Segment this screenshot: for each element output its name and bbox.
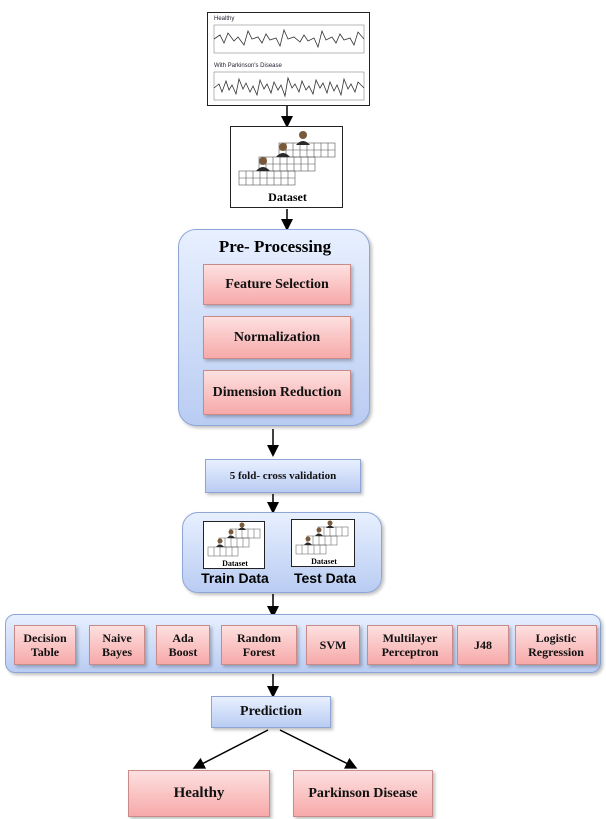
algorithm-j48: J48 xyxy=(457,625,509,665)
dimension-reduction-step: Dimension Reduction xyxy=(203,370,351,415)
healthy-signal-label: Healthy xyxy=(214,16,235,22)
person-icon xyxy=(256,131,310,171)
algorithms-group: Decision Table Naive Bayes Ada Boost Ran… xyxy=(5,614,601,673)
prediction-box: Prediction xyxy=(211,696,331,728)
algorithm-naive-bayes: Naive Bayes xyxy=(89,625,145,665)
train-dataset-graphic xyxy=(207,522,261,557)
arrow-prediction-to-healthy xyxy=(192,729,269,769)
person-icon xyxy=(216,522,246,547)
dataset-graphic xyxy=(238,131,336,186)
train-dataset-label: Dataset xyxy=(222,559,248,568)
cross-validation-box: 5 fold- cross validation xyxy=(205,459,361,493)
outcome-parkinson-disease: Parkinson Disease xyxy=(293,770,433,817)
parkinson-waveform xyxy=(213,71,365,101)
signal-panel: Healthy With Parkinson's Disease xyxy=(207,12,370,106)
algorithm-multilayer-perceptron: Multilayer Perceptron xyxy=(367,625,453,665)
preprocessing-group: Pre- Processing Feature Selection Normal… xyxy=(178,229,370,426)
train-dataset-illustration: Dataset xyxy=(203,521,265,569)
parkinson-signal-label: With Parkinson's Disease xyxy=(214,63,282,69)
test-dataset-graphic xyxy=(295,520,349,555)
algorithm-logistic-regression: Logistic Regression xyxy=(515,625,597,665)
algorithm-decision-table: Decision Table xyxy=(14,625,76,665)
preprocessing-title: Pre- Processing xyxy=(218,237,332,256)
dataset-label: Dataset xyxy=(268,190,307,204)
outcome-healthy: Healthy xyxy=(128,770,270,817)
normalization-step: Normalization xyxy=(203,316,351,359)
feature-selection-step: Feature Selection xyxy=(203,264,351,305)
person-icon xyxy=(304,520,334,545)
train-data-label: Train Data xyxy=(201,570,269,586)
algorithm-random-forest: Random Forest xyxy=(221,625,297,665)
algorithm-ada-boost: Ada Boost xyxy=(156,625,210,665)
test-dataset-illustration: Dataset xyxy=(291,519,355,567)
healthy-waveform xyxy=(213,24,365,54)
test-dataset-label: Dataset xyxy=(311,557,337,566)
arrow-prediction-to-parkinson xyxy=(279,729,358,769)
dataset-illustration: Dataset xyxy=(230,126,343,208)
test-data-label: Test Data xyxy=(294,570,356,586)
train-test-split-group: Dataset Dataset Train Data Test Data xyxy=(182,512,382,593)
algorithm-svm: SVM xyxy=(306,625,360,665)
